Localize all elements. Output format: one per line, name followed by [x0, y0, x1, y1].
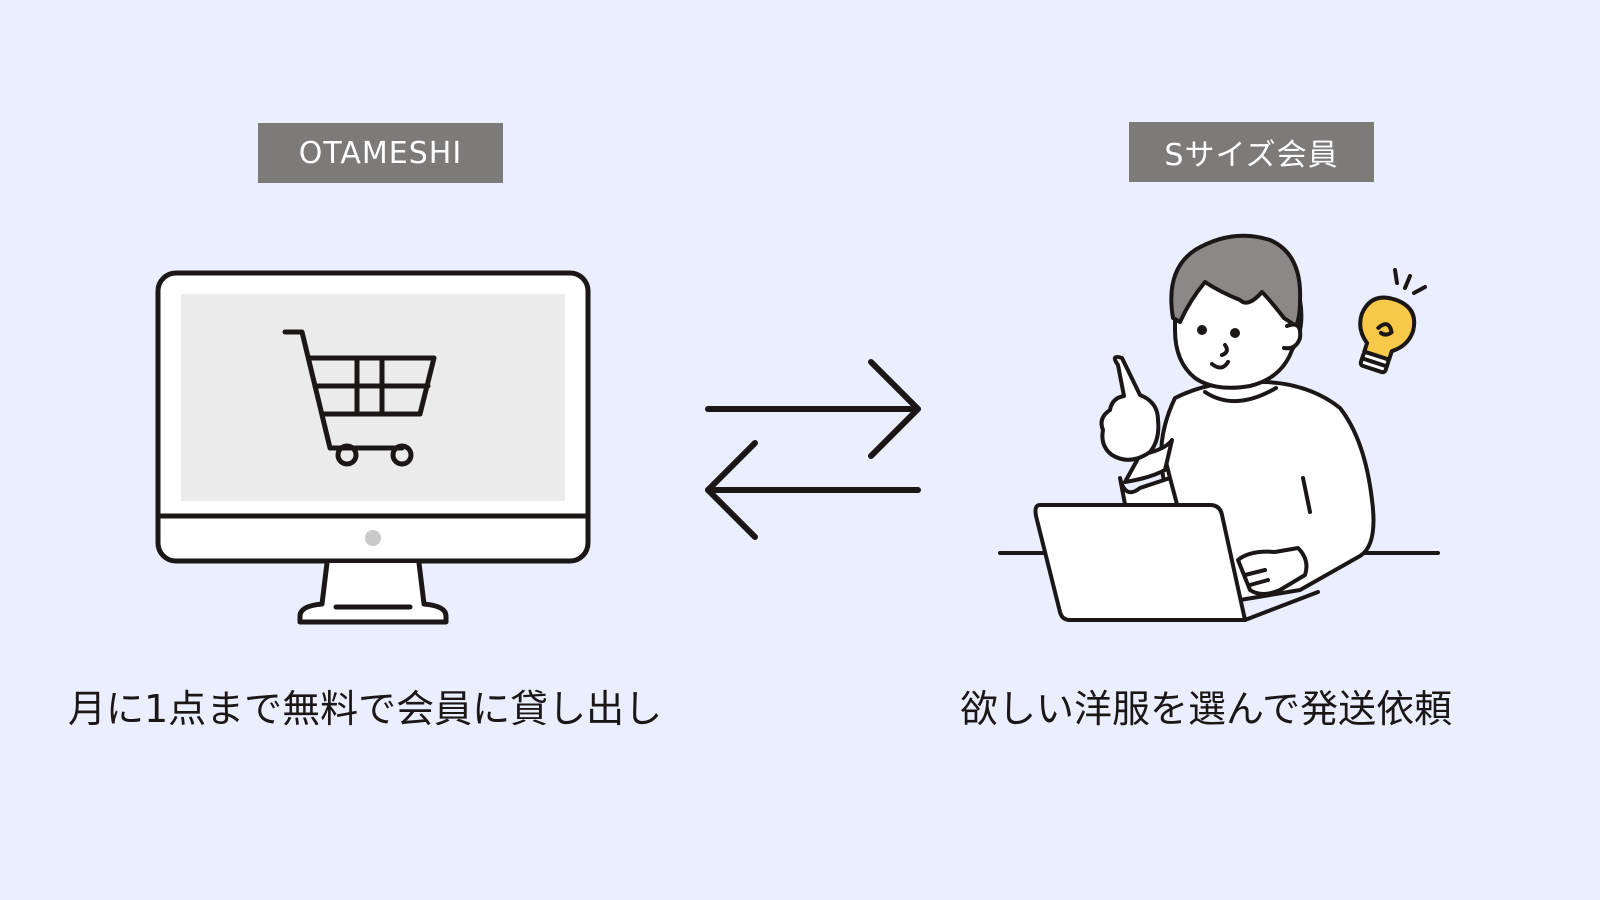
s-size-member-label: Sサイズ会員 — [1129, 122, 1374, 182]
shopping-cart-icon — [282, 329, 437, 467]
person-with-laptop-illustration — [998, 233, 1440, 622]
s-size-member-caption: 欲しい洋服を選んで発送依頼 — [960, 687, 1453, 731]
s-size-member-label-text: Sサイズ会員 — [1164, 138, 1339, 173]
otameshi-label-text: OTAMESHI — [298, 135, 463, 171]
exchange-arrows-icon — [705, 359, 921, 540]
otameshi-caption: 月に1点まで無料で会員に貸し出し — [68, 687, 663, 731]
lightbulb-icon — [1358, 268, 1427, 375]
otameshi-label: OTAMESHI — [258, 123, 503, 183]
monitor-icon — [155, 270, 591, 625]
